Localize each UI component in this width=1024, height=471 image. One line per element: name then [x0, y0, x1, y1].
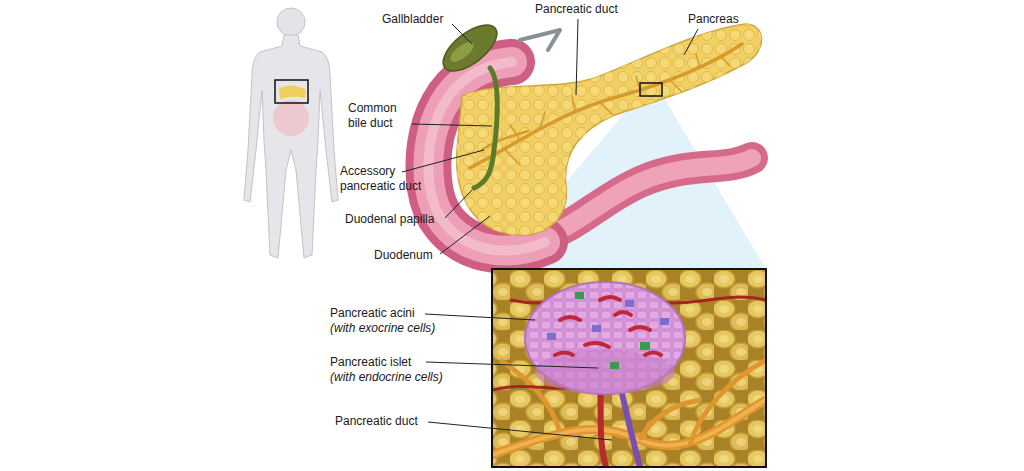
part-label: Duodenum	[374, 248, 433, 263]
pancreatic-duct	[470, 44, 742, 168]
inset-frame	[492, 269, 766, 467]
gallbladder	[520, 30, 560, 50]
part-label: Pancreas	[688, 12, 739, 27]
gallbladder	[474, 68, 497, 188]
human-figure	[244, 8, 338, 258]
human-figure	[279, 85, 306, 99]
inset-illustration	[492, 269, 766, 467]
inset-illustration	[555, 297, 661, 355]
inset-illustration	[620, 385, 640, 467]
part-label: Pancreatic islet	[330, 355, 411, 370]
part-label: Common bile duct	[348, 101, 410, 131]
leader-line	[426, 362, 598, 368]
pancreatic-duct	[505, 54, 730, 165]
leader-line	[412, 124, 492, 126]
part-label: Accessory pancreatic duct	[340, 164, 430, 194]
intestine	[540, 158, 752, 238]
leader-line	[402, 150, 484, 172]
leader-line	[425, 314, 535, 320]
zoom-box	[640, 83, 662, 96]
human-figure	[275, 80, 308, 103]
leader-line	[428, 422, 612, 440]
human-figure	[273, 100, 309, 136]
intestine	[540, 158, 752, 238]
leader-line	[445, 190, 472, 218]
leader-line	[402, 19, 698, 440]
part-label: Duodenal papilla	[345, 212, 434, 227]
pancreatic-duct	[470, 44, 742, 168]
human-figure	[244, 35, 338, 258]
part-label: Pancreatic acini	[330, 306, 415, 321]
leader-line	[576, 19, 578, 95]
pancreas	[457, 24, 762, 235]
intestine	[540, 158, 752, 238]
leader-line	[684, 29, 698, 55]
pancreas	[457, 24, 762, 235]
leader-line	[452, 24, 472, 44]
inset-illustration	[525, 282, 685, 394]
pancreas	[457, 24, 762, 235]
inset-illustration	[592, 325, 601, 332]
inset-illustration	[610, 362, 619, 369]
part-label: Pancreatic duct	[335, 414, 418, 429]
part-label: Gallbladder	[382, 12, 443, 27]
human-figure	[277, 8, 305, 36]
inset-illustration	[547, 333, 556, 340]
gallbladder	[436, 16, 560, 188]
inset-illustration	[575, 292, 584, 299]
inset-illustration	[660, 318, 669, 325]
label-note: (with endocrine cells)	[330, 370, 443, 385]
pancreatic-duct	[482, 131, 528, 150]
inset-illustration	[492, 269, 766, 467]
inset-illustration	[600, 385, 606, 467]
inset-illustration	[625, 300, 634, 307]
part-label: Pancreatic duct	[535, 2, 618, 17]
gallbladder	[447, 39, 476, 66]
inset-illustration	[640, 342, 650, 350]
label-note: (with exocrine cells)	[330, 321, 435, 336]
leader-line	[440, 216, 490, 254]
